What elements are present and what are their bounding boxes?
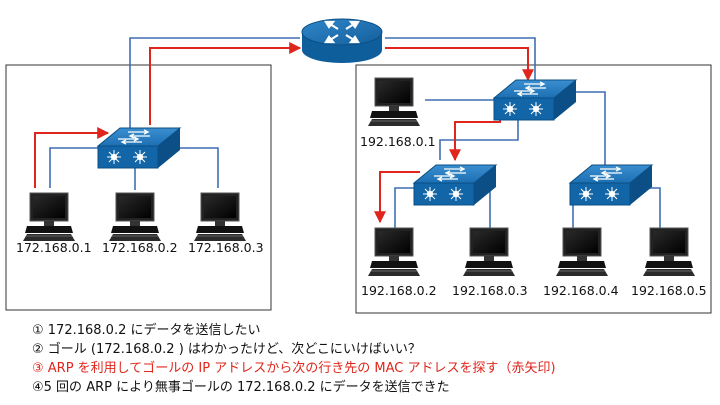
switch-icon [569, 164, 653, 206]
host-label: 172.168.0.1 [16, 240, 92, 255]
router-icon [301, 18, 383, 63]
computer-icon [367, 227, 421, 277]
computer-icon [22, 192, 76, 242]
host-label: 192.168.0.4 [543, 283, 619, 298]
host-label: 192.168.0.3 [452, 283, 528, 298]
host-label: 192.168.0.1 [360, 134, 436, 149]
note-2: ② ゴール (172.168.0.2 ) はわかったけど、次どこにいけばいい？ [32, 342, 421, 357]
host-label: 172.168.0.2 [102, 240, 178, 255]
left-lan-frame [5, 64, 272, 311]
note-4: ④5 回の ARP により無事ゴールの 172.168.0.2 にデータを送信で… [32, 380, 450, 395]
note-3: ③ ARP を利用してゴールの IP アドレスから次の行き先の MAC アドレス… [32, 361, 556, 376]
explanation-notes: ① 172.168.0.2 にデータを送信したい ② ゴール (172.168.… [32, 321, 556, 397]
host-label: 192.168.0.2 [361, 283, 437, 298]
computer-icon [555, 227, 609, 277]
switch-icon [97, 127, 181, 169]
computer-icon [108, 192, 162, 242]
right-lan-frame [355, 64, 712, 314]
computer-icon [367, 77, 421, 127]
computer-icon [642, 227, 696, 277]
switch-icon [413, 164, 497, 206]
switch-icon [493, 79, 577, 121]
note-1: ① 172.168.0.2 にデータを送信したい [32, 323, 261, 338]
computer-icon [462, 227, 516, 277]
host-label: 172.168.0.3 [188, 240, 264, 255]
host-label: 192.168.0.5 [631, 283, 707, 298]
computer-icon [193, 192, 247, 242]
